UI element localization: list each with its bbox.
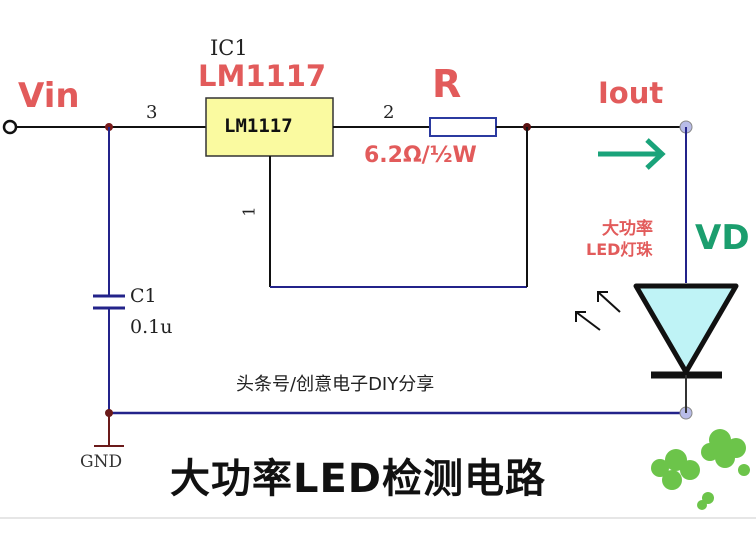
resistor-label: R [432,62,462,106]
cap-value-label: 0.1u [130,316,173,338]
vin-terminal [2,119,18,135]
light-arrows-icon [575,291,621,331]
led-desc-line1: 大功率 [602,219,653,239]
diagram-title: 大功率LED检测电路 [170,456,547,502]
pin3-label: 3 [146,102,158,123]
ic-lm1117-box [205,97,334,157]
led-desc-line2: LED灯珠 [586,240,653,259]
vd-label: VD [695,218,750,258]
ic-box-text: LM1117 [224,115,293,137]
resistor-value-label: 6.2Ω/½W [364,143,477,168]
clover-decoration-icon [651,429,750,510]
bottom-divider [0,517,756,519]
ic-part-label: LM1117 [198,59,327,93]
cap-ref-label: C1 [130,285,157,307]
resistor-symbol [429,117,497,137]
gnd-label: GND [80,452,123,472]
ic-ref-label: IC1 [210,36,248,60]
pin1-label: 1 [239,206,259,217]
watermark-text: 头条号/创意电子DIY分享 [236,374,435,395]
iout-label: Iout [598,76,664,110]
vin-label: Vin [18,76,80,116]
led-diode-symbol [633,283,739,375]
current-arrow-icon [598,138,666,170]
pin2-label: 2 [383,102,395,123]
